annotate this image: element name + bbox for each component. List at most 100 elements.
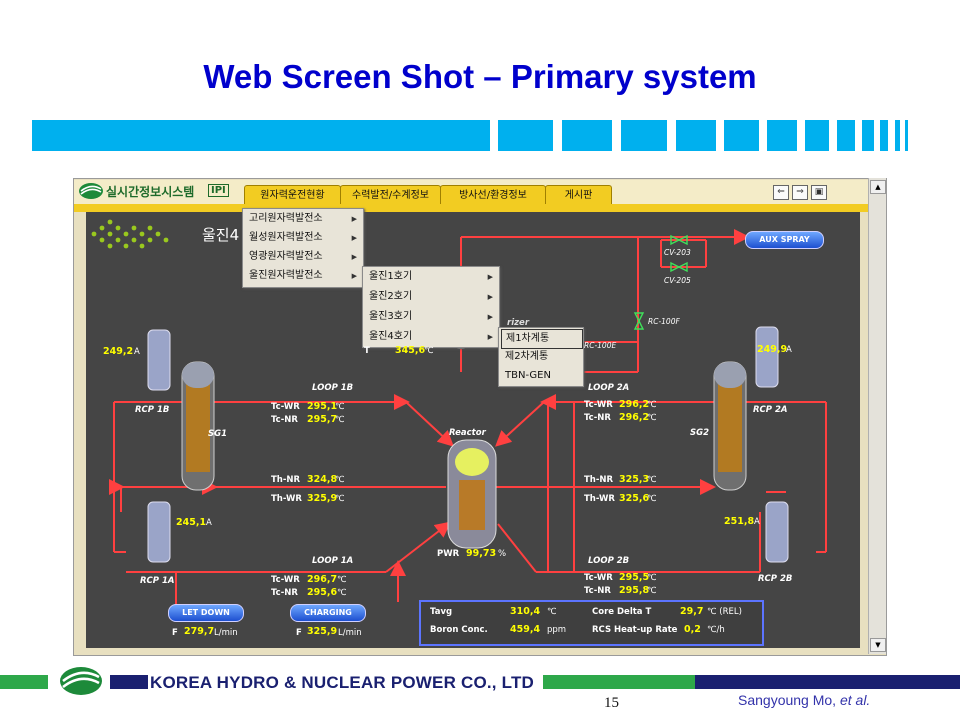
tavg-label: Tavg	[430, 607, 453, 617]
tab-nuclear-operation[interactable]: 원자력운전현황	[244, 185, 341, 205]
sg1-label: SG1	[208, 429, 228, 439]
core-delta-value: 29,7	[680, 606, 704, 617]
menu-item-uljin-2[interactable]: 울진2호기	[369, 291, 413, 302]
left-thnr-unit: ℃	[335, 475, 345, 485]
menu-item-uljin-1[interactable]: 울진1호기	[369, 271, 413, 282]
pwr-value: 99,73	[466, 548, 497, 559]
pwr-unit: %	[498, 549, 507, 559]
loop-2b-tcwr-label: Tc-WR	[584, 573, 613, 583]
unit-title: 울진4	[202, 226, 240, 244]
tavg-value: 310,4	[510, 606, 541, 617]
back-icon[interactable]: ⇐	[773, 185, 789, 200]
author-name: Sangyoung Mo,	[738, 692, 840, 708]
khnp-logo-icon	[79, 183, 103, 199]
primary-system-diagram	[91, 219, 827, 612]
loop-1a-tcwr-unit: ℃	[337, 575, 347, 585]
loop-1b-label: LOOP 1B	[312, 383, 354, 393]
menu-item-secondary-system[interactable]: 제2차계통	[505, 351, 549, 362]
forward-icon[interactable]: ⇒	[792, 185, 808, 200]
heatup-rate-unit: ℃/h	[707, 625, 725, 635]
left-thwr-unit: ℃	[335, 494, 345, 504]
left-thnr-label: Th-NR	[271, 475, 301, 485]
pressurizer-temp-prefix: T	[364, 346, 370, 356]
image-icon[interactable]: ▣	[811, 185, 827, 200]
app-logo-text: 실시간정보시스템	[106, 185, 195, 199]
right-thnr-label: Th-NR	[584, 475, 614, 485]
menu-item-tbn-gen[interactable]: TBN-GEN	[505, 370, 551, 381]
rcp-1a-amps: 245,1	[176, 517, 207, 528]
tavg-unit: ℃	[547, 607, 557, 617]
aux-spray-button[interactable]: AUX SPRAY	[745, 231, 824, 249]
core-delta-label: Core Delta T	[592, 607, 652, 617]
plant-menu: 고리원자력발전소▶ 월성원자력발전소▶ 영광원자력발전소▶ 울진원자력발전소▶	[242, 208, 364, 288]
loop-2b-tcnr-value: 295,8	[619, 585, 650, 596]
boron-label: Boron Conc.	[430, 625, 488, 635]
right-thnr-value: 325,3	[619, 474, 650, 485]
menu-item-uljin-4[interactable]: 울진4호기	[369, 331, 413, 342]
tab-radiation-env[interactable]: 방사선/환경정보	[440, 185, 546, 205]
valve-icons	[633, 234, 688, 330]
summary-info-box	[419, 600, 764, 646]
letdown-button[interactable]: LET DOWN	[168, 604, 244, 622]
app-logo[interactable]: 실시간정보시스템 IPI	[78, 182, 236, 200]
left-thwr-value: 325,9	[307, 493, 338, 504]
rcp-2a-amps: 249,9	[757, 344, 788, 355]
page-number: 15	[604, 695, 619, 711]
author-suffix: et al.	[839, 692, 871, 708]
left-thwr-label: Th-WR	[271, 494, 302, 504]
menu-item-wolsong[interactable]: 월성원자력발전소	[249, 232, 323, 243]
pressurizer-label: rizer	[507, 318, 530, 328]
loop-1b-tcnr-unit: ℃	[335, 415, 345, 425]
loop-1a-tcnr-label: Tc-NR	[271, 588, 298, 598]
app-logo-badge: IPI	[208, 184, 229, 197]
menu-item-yonggwang[interactable]: 영광원자력발전소	[249, 251, 323, 262]
boron-value: 459,4	[510, 624, 541, 635]
system-menu: 제1차계통 제2차계통 TBN-GEN	[498, 327, 584, 387]
cv203-label: CV-203	[664, 248, 691, 257]
rcp-2b-unit: A	[754, 517, 760, 527]
rcp-1a-label: RCP 1A	[140, 576, 175, 586]
coolant-pipes	[109, 229, 827, 612]
steam-generator-1	[181, 361, 215, 491]
charging-f-label: F	[296, 628, 302, 638]
menu-item-primary-system[interactable]: 제1차계통	[501, 329, 583, 349]
company-name: KOREA HYDRO & NUCLEAR POWER CO., LTD	[150, 673, 535, 692]
loop-1a-tcnr-value: 295,6	[307, 587, 338, 598]
vertical-scrollbar[interactable]: ▲ ▼	[868, 178, 886, 654]
rc100f-label: RC-100F	[648, 317, 680, 326]
menu-item-uljin-3[interactable]: 울진3호기	[369, 311, 413, 322]
menu-item-uljin[interactable]: 울진원자력발전소	[249, 270, 323, 281]
tab-bulletin[interactable]: 게시판	[545, 185, 612, 205]
decor-dots	[91, 219, 169, 249]
loop-2a-tcwr-unit: ℃	[647, 400, 657, 410]
loop-1b-tcwr-value: 295,1	[307, 401, 338, 412]
letdown-unit: L/min	[214, 628, 238, 638]
loop-1a-tcwr-label: Tc-WR	[271, 575, 300, 585]
loop-1a-label: LOOP 1A	[312, 556, 354, 566]
khnp-footer-logo-icon	[60, 667, 102, 695]
pwr-label: PWR	[437, 549, 460, 559]
rcp-1a-unit: A	[206, 518, 212, 528]
author-credit: Sangyoung Mo, et al.	[738, 692, 870, 708]
loop-1a-tcwr-value: 296,7	[307, 574, 338, 585]
steam-generator-2	[713, 361, 747, 491]
loop-2b-tcwr-unit: ℃	[647, 573, 657, 583]
menu-item-kori[interactable]: 고리원자력발전소	[249, 213, 323, 224]
charging-button[interactable]: CHARGING	[290, 604, 366, 622]
heatup-rate-label: RCS Heat-up Rate	[592, 625, 678, 635]
loop-1b-tcwr-label: Tc-WR	[271, 402, 300, 412]
rcp-2a-label: RCP 2A	[753, 405, 788, 415]
loop-2b-tcnr-unit: ℃	[647, 586, 657, 596]
right-thwr-value: 325,6	[619, 493, 650, 504]
loop-2a-tcnr-label: Tc-NR	[584, 413, 611, 423]
rcp-2b-label: RCP 2B	[758, 574, 793, 584]
loop-2a-tcnr-unit: ℃	[647, 413, 657, 423]
left-thnr-value: 324,8	[307, 474, 338, 485]
charging-unit: L/min	[338, 628, 362, 638]
letdown-f-label: F	[172, 628, 178, 638]
tab-hydro-water[interactable]: 수력발전/수계정보	[340, 185, 441, 205]
loop-2b-tcwr-value: 295,5	[619, 572, 650, 583]
boron-unit: ppm	[547, 625, 567, 635]
loop-1b-tcwr-unit: ℃	[335, 402, 345, 412]
rcp-2a-unit: A	[786, 345, 792, 355]
